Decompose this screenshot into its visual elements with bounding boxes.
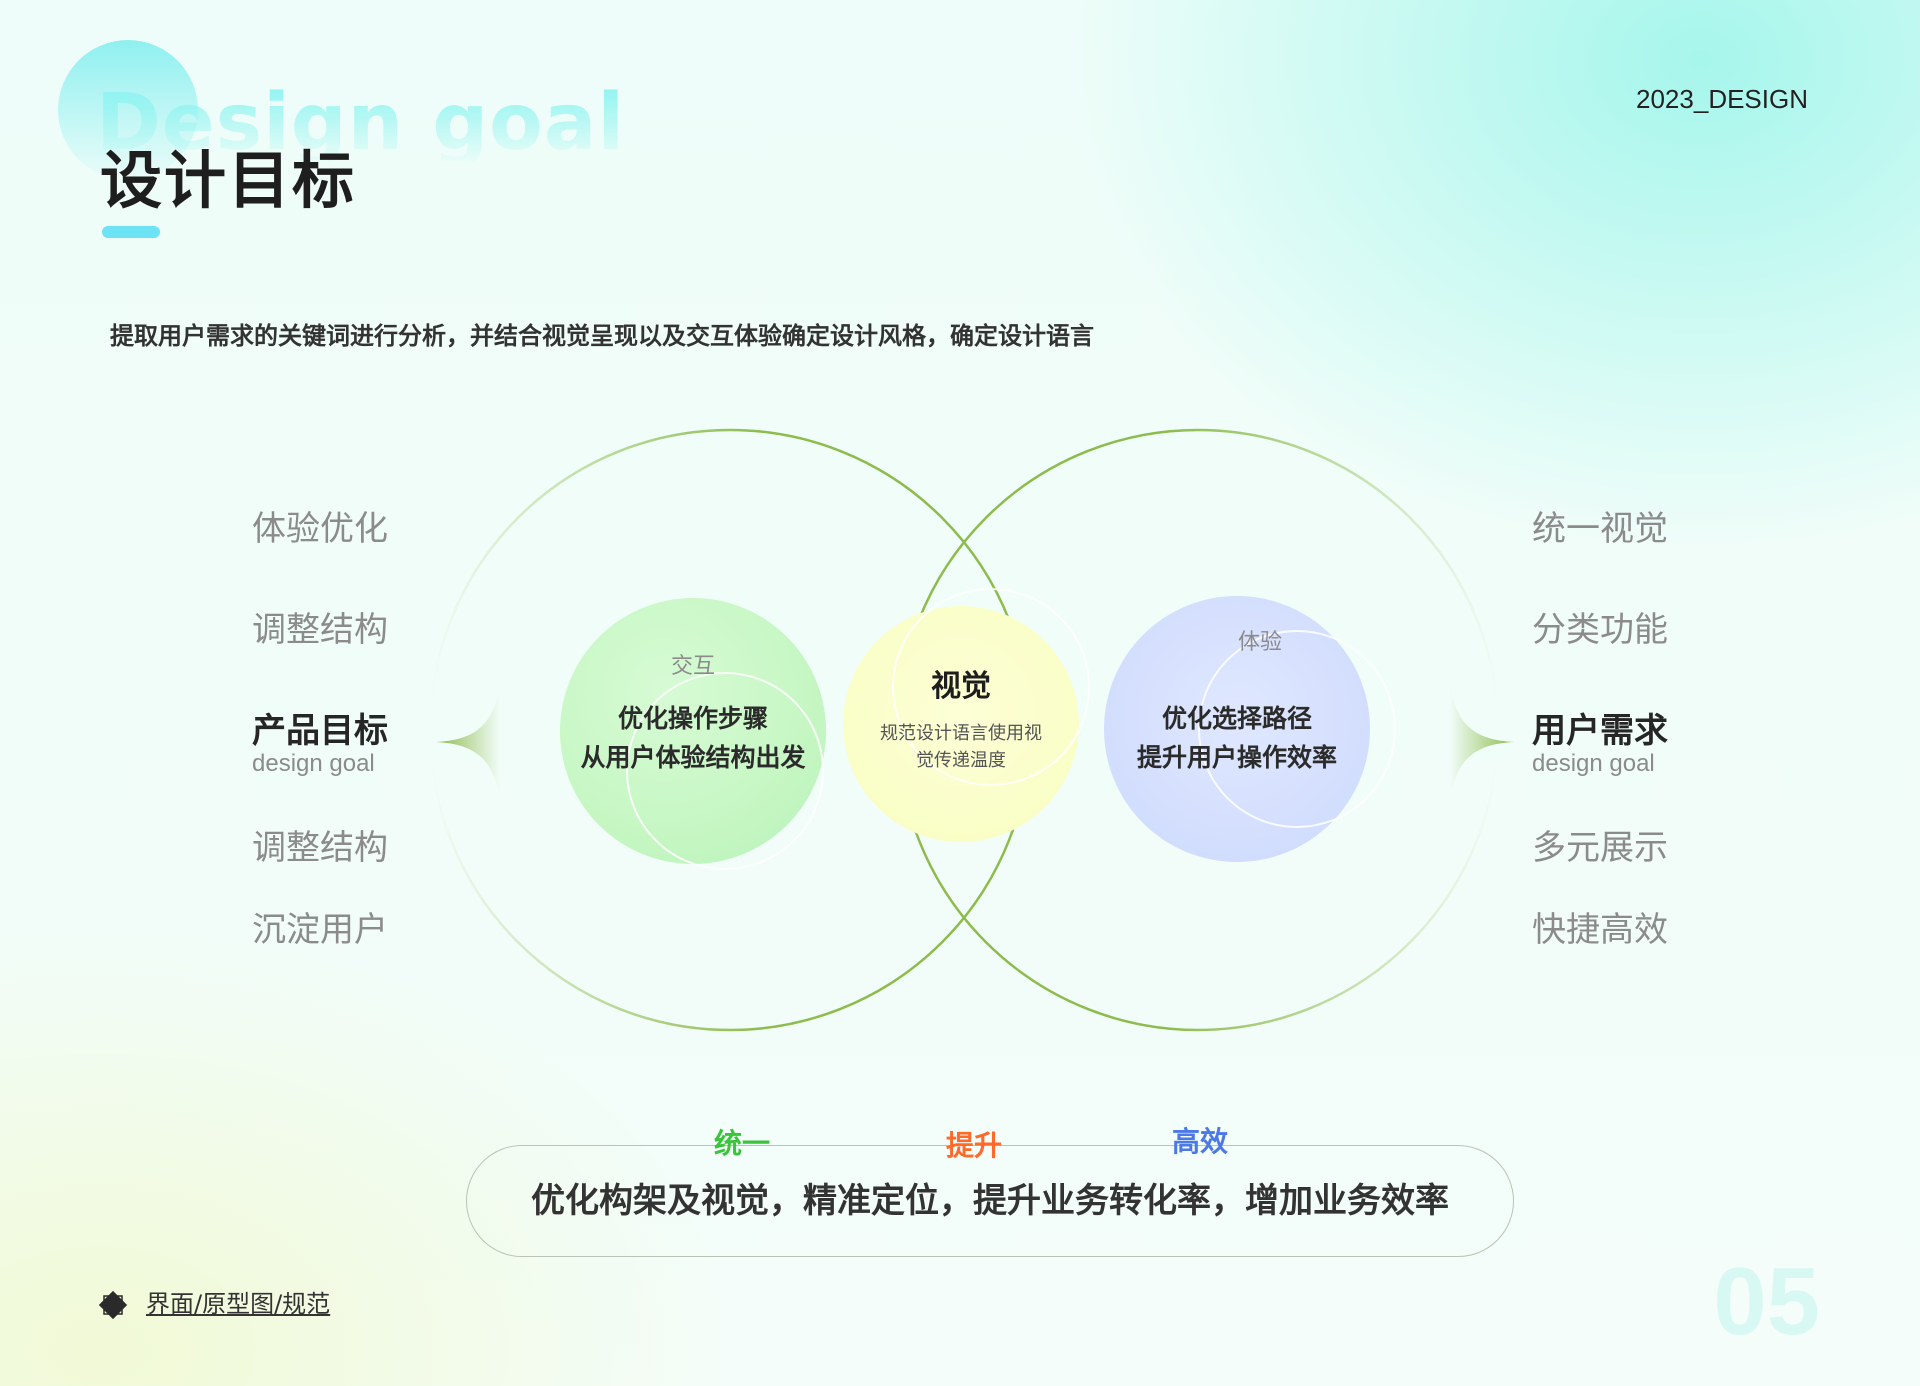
experience-line-2: 提升用户操作效率 — [1136, 743, 1337, 772]
left-item-4: 调整结构 — [252, 828, 388, 868]
right-item-2: 分类功能 — [1532, 610, 1668, 650]
right-item-5: 快捷高效 — [1532, 910, 1668, 950]
footer-breadcrumb[interactable]: 界面/原型图/规范 — [146, 1290, 331, 1318]
title-underline — [102, 226, 160, 238]
title-decor-blob — [58, 40, 198, 180]
interaction-line-1: 优化操作步骤 — [617, 704, 768, 733]
visual-title: 视觉 — [931, 669, 991, 704]
right-item-active-sub: design goal — [1532, 750, 1655, 777]
diamond-logo-icon — [98, 1290, 128, 1320]
interaction-line-2: 从用户体验结构出发 — [580, 743, 806, 772]
year-tag: 2023_DESIGN — [1636, 84, 1808, 114]
page-title: 设计目标 — [100, 144, 357, 217]
page-subtitle: 提取用户需求的关键词进行分析，并结合视觉呈现以及交互体验确定设计风格，确定设计语… — [110, 322, 1094, 350]
left-arrow-icon — [436, 684, 500, 800]
visual-line-1: 规范设计语言使用视 — [880, 723, 1042, 744]
left-item-5: 沉淀用户 — [252, 910, 388, 950]
right-arrow-icon — [1450, 684, 1514, 800]
right-item-4: 多元展示 — [1532, 828, 1668, 868]
visual-line-2: 觉传递温度 — [916, 750, 1006, 771]
keyword-efficient: 高效 — [1172, 1125, 1229, 1158]
left-item-active: 产品目标 — [252, 711, 388, 751]
keyword-improve: 提升 — [946, 1129, 1003, 1162]
left-item-active-sub: design goal — [252, 750, 375, 777]
statement-pill — [466, 1145, 1514, 1257]
left-item-1: 体验优化 — [252, 509, 388, 549]
keyword-unify: 统一 — [714, 1127, 771, 1160]
interaction-ring — [626, 672, 824, 870]
experience-line-1: 优化选择路径 — [1161, 704, 1312, 733]
experience-ring — [1198, 630, 1396, 828]
page-title-en: Design goal — [96, 78, 626, 168]
right-item-active: 用户需求 — [1532, 711, 1668, 751]
page-number: 05 — [1713, 1248, 1820, 1355]
statement-text: 优化构架及视觉，精准定位，提升业务转化率，增加业务效率 — [531, 1181, 1449, 1221]
left-item-2: 调整结构 — [252, 610, 388, 650]
right-item-1: 统一视觉 — [1532, 509, 1668, 549]
visual-ring — [892, 588, 1090, 786]
interaction-tag: 交互 — [670, 654, 715, 679]
experience-tag: 体验 — [1237, 630, 1282, 655]
